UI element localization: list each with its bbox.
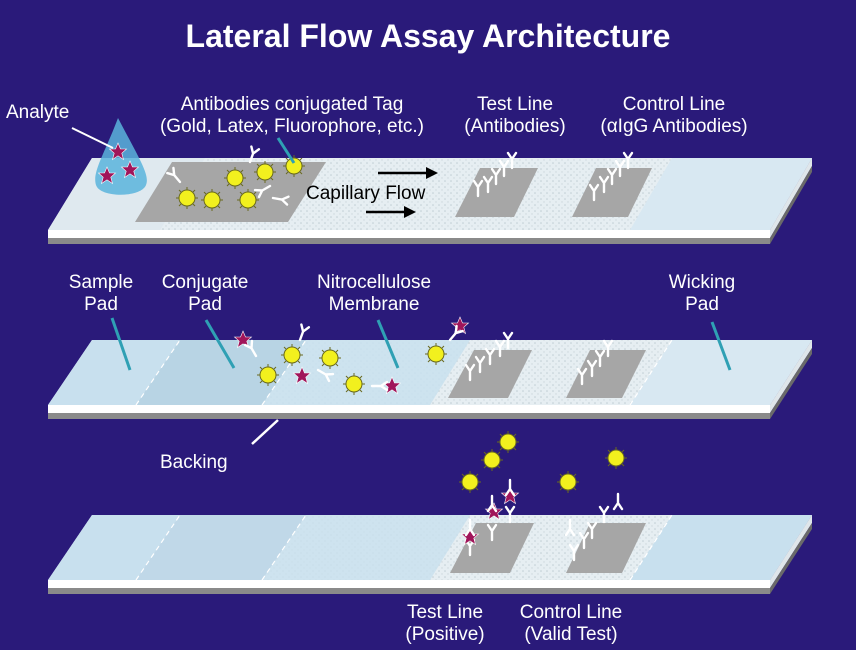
bottom-strip-right [770,515,812,588]
middle-membrane-wet [262,340,470,405]
label-wicking-pad: Wicking Pad [668,272,736,315]
top-strip [48,118,812,244]
top-backing-right [770,166,812,244]
middle-wicking-pad [630,340,812,405]
wicking-leader-line [710,321,732,371]
capillary-flow-arrows [366,167,438,218]
conjugate-pad-leader-line [204,319,236,369]
membrane-leader-line [376,319,400,369]
bottom-wicking-pad [630,515,812,580]
middle-backing-right [770,348,812,419]
bottom-conjugate-pad [136,515,306,580]
top-control-zone [572,168,652,217]
label-top-control-line: Control Line (αIgG Antibodies) [600,94,748,137]
label-nitrocellulose-membrane: Nitrocellulose Membrane [316,272,432,315]
bottom-strip [48,430,812,594]
middle-strip [48,316,812,445]
label-bottom-control-line: Control Line (Valid Test) [519,602,623,645]
top-backing [48,238,770,244]
bottom-membrane-wet [262,515,470,580]
label-conjugate-tag: Antibodies conjugated Tag (Gold, Latex, … [159,94,424,137]
sample-leader-line [110,317,132,371]
bottom-strip-side [48,580,770,588]
label-backing: Backing [160,452,228,473]
label-bottom-test-line: Test Line (Positive) [405,602,485,645]
label-top-test-line: Test Line (Antibodies) [464,94,566,137]
top-conjugate-pad [135,162,326,222]
top-strip-side [48,230,770,238]
bottom-backing [48,588,770,594]
label-capillary-flow: Capillary Flow [306,183,426,204]
top-wicking-pad [630,158,812,230]
top-strip-right [770,158,812,238]
middle-control-zone [566,350,646,398]
label-conjugate-pad: Conjugate Pad [161,272,249,315]
bottom-backing-right [770,523,812,594]
label-sample-pad: Sample Pad [68,272,134,315]
middle-conjugate-pad [136,340,306,405]
middle-backing [48,413,770,419]
middle-strip-side [48,405,770,413]
diagram-title: Lateral Flow Assay Architecture [185,18,671,54]
backing-leader-line [251,419,279,445]
analyte-leader-line [71,127,114,149]
conjugate-leader-line [276,137,296,164]
middle-strip-right [770,340,812,413]
top-test-zone [455,168,538,217]
middle-test-zone [448,350,532,398]
label-analyte: Analyte [6,102,70,123]
